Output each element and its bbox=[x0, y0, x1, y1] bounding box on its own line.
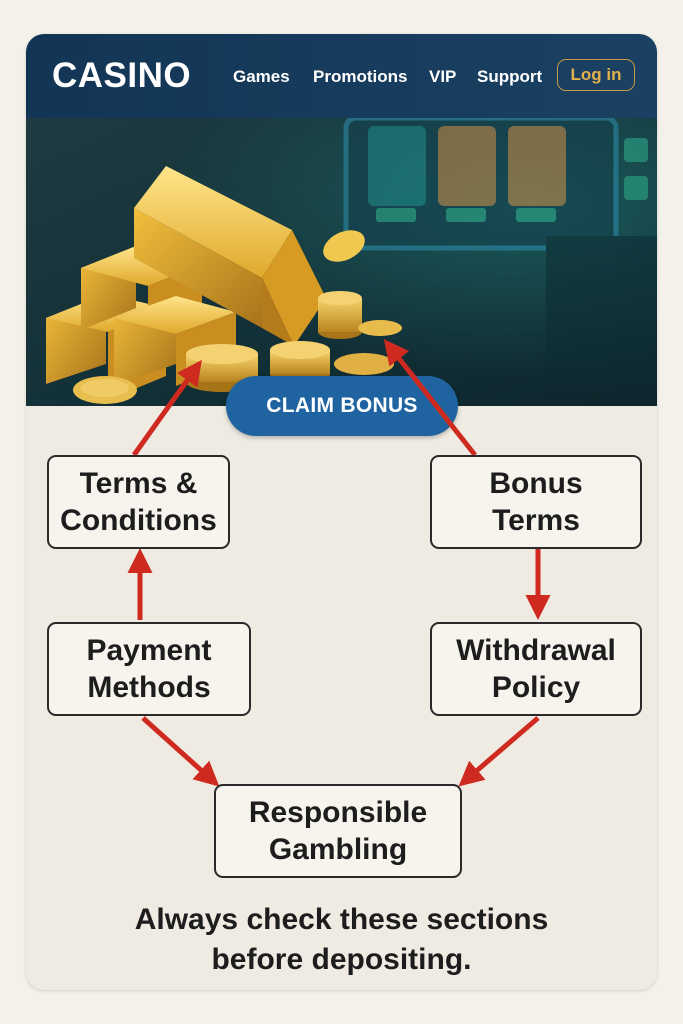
node-bonus-terms-line1: Bonus bbox=[489, 467, 583, 500]
nav-promotions[interactable]: Promotions bbox=[313, 67, 408, 86]
node-payment-methods-line1: Payment bbox=[86, 634, 212, 667]
claim-bonus-button[interactable]: CLAIM BONUS bbox=[226, 376, 458, 436]
node-bonus-terms-line2: Terms bbox=[492, 504, 580, 537]
top-navbar: CASINO Games Promotions VIP Support Log … bbox=[26, 34, 657, 118]
node-responsible-gambling-line2: Gambling bbox=[268, 833, 408, 866]
login-button[interactable]: Log in bbox=[557, 59, 635, 91]
nav-games[interactable]: Games bbox=[233, 67, 290, 86]
node-withdrawal-policy-line1: Withdrawal bbox=[456, 634, 616, 667]
node-terms-conditions-line1: Terms & bbox=[79, 467, 198, 500]
footer-caption-line1: Always check these sections bbox=[134, 903, 549, 936]
hero-gold-image bbox=[26, 118, 657, 406]
node-withdrawal-policy-line2: Policy bbox=[491, 671, 581, 704]
node-payment-methods-line2: Methods bbox=[87, 671, 211, 704]
footer-caption: Always check these sections before depos… bbox=[0, 900, 683, 980]
footer-caption-line2: before depositing. bbox=[211, 943, 472, 976]
nav-support[interactable]: Support bbox=[477, 67, 543, 86]
casino-logo[interactable]: CASINO bbox=[52, 56, 192, 95]
nav-vip[interactable]: VIP bbox=[429, 67, 457, 86]
node-terms-conditions-line2: Conditions bbox=[60, 504, 217, 537]
node-terms-conditions[interactable]: Terms & Conditions bbox=[47, 455, 230, 549]
node-responsible-gambling-line1: Responsible bbox=[248, 796, 428, 829]
